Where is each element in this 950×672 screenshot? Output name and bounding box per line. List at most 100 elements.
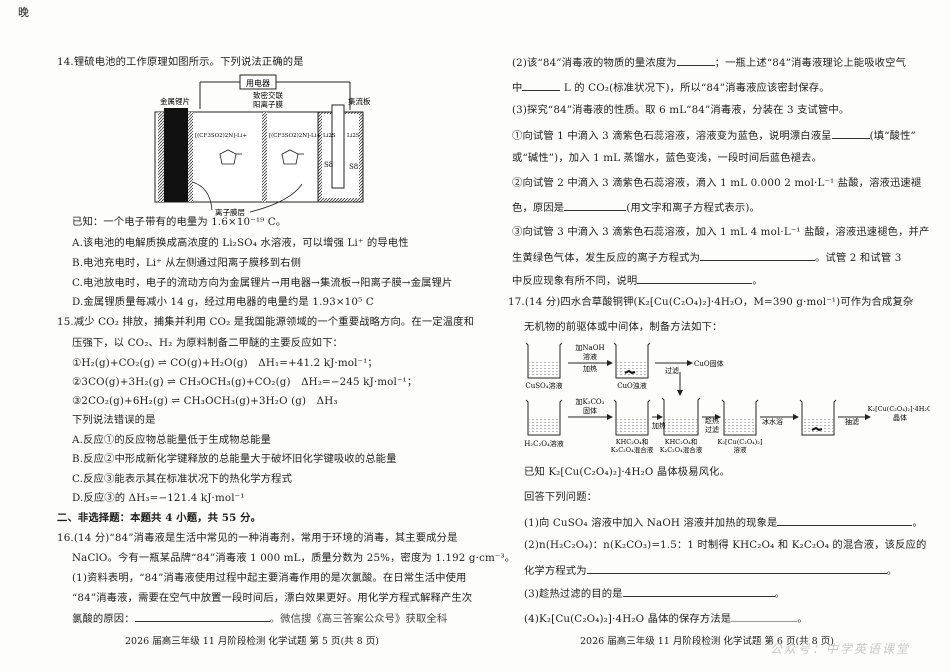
q16-part2-line-1: (2)该“84”消毒液的物质的量浓度为 ；一瓶上述“84”消毒液理论上能吸收空气 (512, 55, 906, 70)
text: ；一瓶上述“84”消毒液理论上能吸收空气 (714, 57, 907, 69)
text: ①向试管 1 中滴入 3 滴紫色石蕊溶液，溶液变为蓝色，说明漂白液呈 (512, 130, 832, 142)
membrane-label-1: 致密交联 (253, 90, 283, 100)
device-label: 用电器 (246, 78, 270, 88)
q15-stem-2: 压强下，以 CO₂、H₂ 为原料制备二甲醚的主要反应如下： (72, 337, 343, 349)
answer-blank[interactable] (564, 200, 627, 211)
answer-blank[interactable] (700, 250, 816, 261)
q14-option-b: B.电池充电时，Li⁺ 从左侧通过阳离子膜移到右侧 (72, 257, 302, 269)
q15-reaction-1: ①H₂(g)+CO₂(g) ⇌ CO(g)+H₂O(g) ΔH₁=+41.2 k… (72, 357, 378, 369)
text: 。 (774, 588, 786, 600)
q16-step2-line-2: 色，原因是 (用文字和离子方程式表示)。 (512, 200, 760, 215)
anode-label: 金属锂片 (160, 96, 190, 106)
text: 。 (912, 517, 923, 529)
beaker-label: K₂C₂O₄混合液 (660, 445, 703, 454)
answer-blank[interactable] (777, 515, 913, 526)
q14-known: 已知：一个电子带有的电量为 1.6×10⁻¹⁹ C。 (72, 216, 287, 228)
text: (1)向 CuSO₄ 溶液中加入 NaOH 溶液并加热的现象是 (524, 517, 778, 529)
text: 色，原因是 (512, 202, 565, 214)
section-heading: 二、非选择题：本题共 4 小题，共 55 分。 (57, 512, 262, 524)
beaker-mixture-2 (661, 397, 701, 436)
text: 生黄绿色气体，发生反应的离子方程式为 (512, 252, 701, 264)
answer-blank[interactable] (622, 586, 775, 597)
page-footer-right: 2026 届高三年级 11 月阶段检测 化学试题 第 6 页(共 8 页) (580, 636, 834, 647)
text: (用文字和离子方程式表示)。 (626, 202, 760, 214)
text: 。 (752, 275, 763, 287)
beaker-label: H₂C₂O₄溶液 (524, 439, 564, 448)
li2s-label-1: Li2S (323, 133, 336, 139)
arrow-label: 加NaOH (575, 343, 604, 352)
q17-part4: (4)K₂[Cu(C₂O₄)₂]·4H₂O 晶体的保存方法是。 (524, 611, 808, 626)
ion-layer-label: 离子膜层 (215, 207, 245, 217)
beaker-label: 溶液 (734, 445, 748, 454)
q15-option-c: C.反应③能表示其在标准状况下的热化学方程式 (72, 473, 293, 485)
q17-part3: (3)趁热过滤的目的是 。 (524, 586, 785, 601)
corner-mark: 晚 (18, 6, 30, 19)
beaker-label: KHC₂O₄和 (616, 437, 649, 446)
q17-known: 已知 K₂[Cu(C₂O₄)₂]·4H₂O 晶体极易风化。 (524, 466, 731, 478)
electrolyte-label-right: [(CF3SO2)2N]-Li+ (269, 132, 321, 139)
answer-blank[interactable] (522, 80, 561, 91)
text: (4)K₂[Cu(C₂O₄)₂]·4H₂O 晶体的保存方法是 (524, 613, 732, 625)
beaker-mixture-1 (613, 399, 651, 436)
text: 中反应现象有所不同，说明 (512, 275, 638, 287)
q16-line-2: NaClO。今有一瓶某品牌“84”消毒液 1 000 mL，质量分数为 25%，… (72, 552, 516, 564)
beaker-label: K₂C₂O₄混合液 (611, 445, 654, 454)
ethylene-carbonate-structure-left (219, 149, 242, 165)
text: 化学方程式为 (524, 565, 587, 577)
q16-step2-line-1: ②向试管 2 中滴入 3 滴紫色石蕊溶液，滴入 1 mL 0.000 2 mol… (512, 177, 922, 189)
answer-blank[interactable] (134, 611, 270, 622)
answer-blank[interactable] (731, 611, 798, 622)
arrow-label: 加K₂CO₃ (576, 397, 605, 406)
q16-line-5-note: 。微信搜《高三答案公众号》获取全科 (269, 613, 448, 625)
q14-option-c: C.电池放电时，电子的流动方向为金属锂片→用电器→集流板→阳离子膜→金属锂片 (72, 277, 453, 289)
text: (3)趁热过滤的目的是 (524, 588, 623, 600)
arrow-label: 溶液 (583, 352, 597, 361)
beaker-label: KHC₂O₄和 (665, 437, 698, 446)
q15-reaction-3: ③2CO₂(g)+6H₂(g) ⇌ CH₃OCH₃(g)+3H₂O (g) ΔH… (72, 395, 338, 407)
q16-part2-line-2: 中 L 的 CO₂(标准状况下)，所以“84”消毒液应该密封保存。 (512, 80, 830, 95)
arrow-label: 过滤 (665, 366, 679, 375)
q16-line-5: 氯酸的原因：。微信搜《高三答案公众号》获取全科 (72, 611, 447, 626)
q16-step1-line-2: 或“碱性”)，加入 1 mL 蒸馏水，蓝色变浅，一段时间后蓝色褪去。 (512, 152, 823, 164)
collector-label: 集流板 (348, 96, 371, 106)
answer-blank[interactable] (831, 128, 870, 139)
beaker-label: CuSO₄溶液 (525, 381, 562, 390)
q15-option-a: A.反应①的反应物总能量低于生成物总能量 (72, 434, 272, 446)
q17-part1: (1)向 CuSO₄ 溶液中加入 NaOH 溶液并加热的现象是 。 (524, 515, 923, 530)
beaker-label: CuO浊液 (617, 381, 647, 390)
arrow-label: 趁热 (705, 416, 719, 425)
answer-blank[interactable] (586, 563, 887, 574)
q15-option-b: B.反应②中形成新化学键释放的总能量大于破坏旧化学键吸收的总能量 (72, 453, 397, 465)
ethylene-carbonate-structure-right (281, 149, 304, 165)
q16-line-3: (1)资料表明，“84”消毒液使用过程中起主要消毒作用的是次氯酸。在日常生活中使… (72, 572, 467, 584)
answer-blank[interactable] (637, 273, 753, 284)
s8-label-2: S8 (349, 163, 358, 171)
beaker-cuo-suspension (613, 342, 651, 379)
cation-membrane (262, 112, 267, 202)
q17-part2-line-2: 化学方程式为 。 (524, 563, 897, 578)
watermark: 公众号：中学英语课堂 (770, 642, 911, 656)
q17-line-2: 无机物的前驱体或中间体，制备方法如下： (524, 321, 723, 333)
page-footer-left: 2026 届高三年级 11 月阶段检测 化学试题 第 5 页(共 8 页) (125, 636, 379, 647)
product-label: K₂[Cu(C₂O₄)₂]·4H₂O (868, 405, 930, 413)
collector-plate (331, 104, 345, 189)
text: (填“酸性” (869, 130, 916, 142)
q15-reaction-2: ②3CO(g)+3H₂(g) ⇌ CH₃OCH₃(g)+CO₂(g) ΔH₂=−… (72, 376, 418, 388)
q15-option-d: D.反应③的 ΔH₃=−121.4 kJ·mol⁻¹ (72, 492, 245, 504)
q15-stem-1: 15.减少 CO₂ 排放，捕集并利用 CO₂ 是我国能源领域的一个重要战略方向。… (57, 316, 475, 328)
beaker-complex-solution (721, 399, 759, 436)
product-label: 晶体 (893, 413, 907, 422)
q17-ask: 回答下列问题： (524, 491, 598, 503)
text: 。 (886, 565, 898, 577)
preparation-flowchart: CuSO₄溶液 加NaOH 溶液 加热 CuO浊液 过滤 CuO固体 H₂C₂O… (524, 342, 930, 454)
lithium-anode (164, 108, 188, 202)
electrolyte-label-left: [(CF3SO2)2N]-Li+ (195, 132, 247, 139)
text: (2)该“84”消毒液的物质的量浓度为 (512, 57, 677, 69)
membrane-label-2: 阳离子膜 (253, 99, 283, 109)
battery-diagram: 用电器 金属锂片 致密交联 阳离子膜 集流板 [(CF3SO2)2N]-Li+ … (154, 74, 371, 217)
s8-label-1: S8 (324, 161, 333, 169)
q14-option-a: A.该电池的电解质换成高浓度的 Li₂SO₄ 水溶液，可以增强 Li⁺ 的导电性 (72, 237, 409, 249)
answer-blank[interactable] (676, 55, 715, 66)
arrow-label: 冰水浴 (762, 417, 783, 426)
q16-step1-line-1: ①向试管 1 中滴入 3 滴紫色石蕊溶液，溶液变为蓝色，说明漂白液呈 (填“酸性” (512, 128, 916, 143)
